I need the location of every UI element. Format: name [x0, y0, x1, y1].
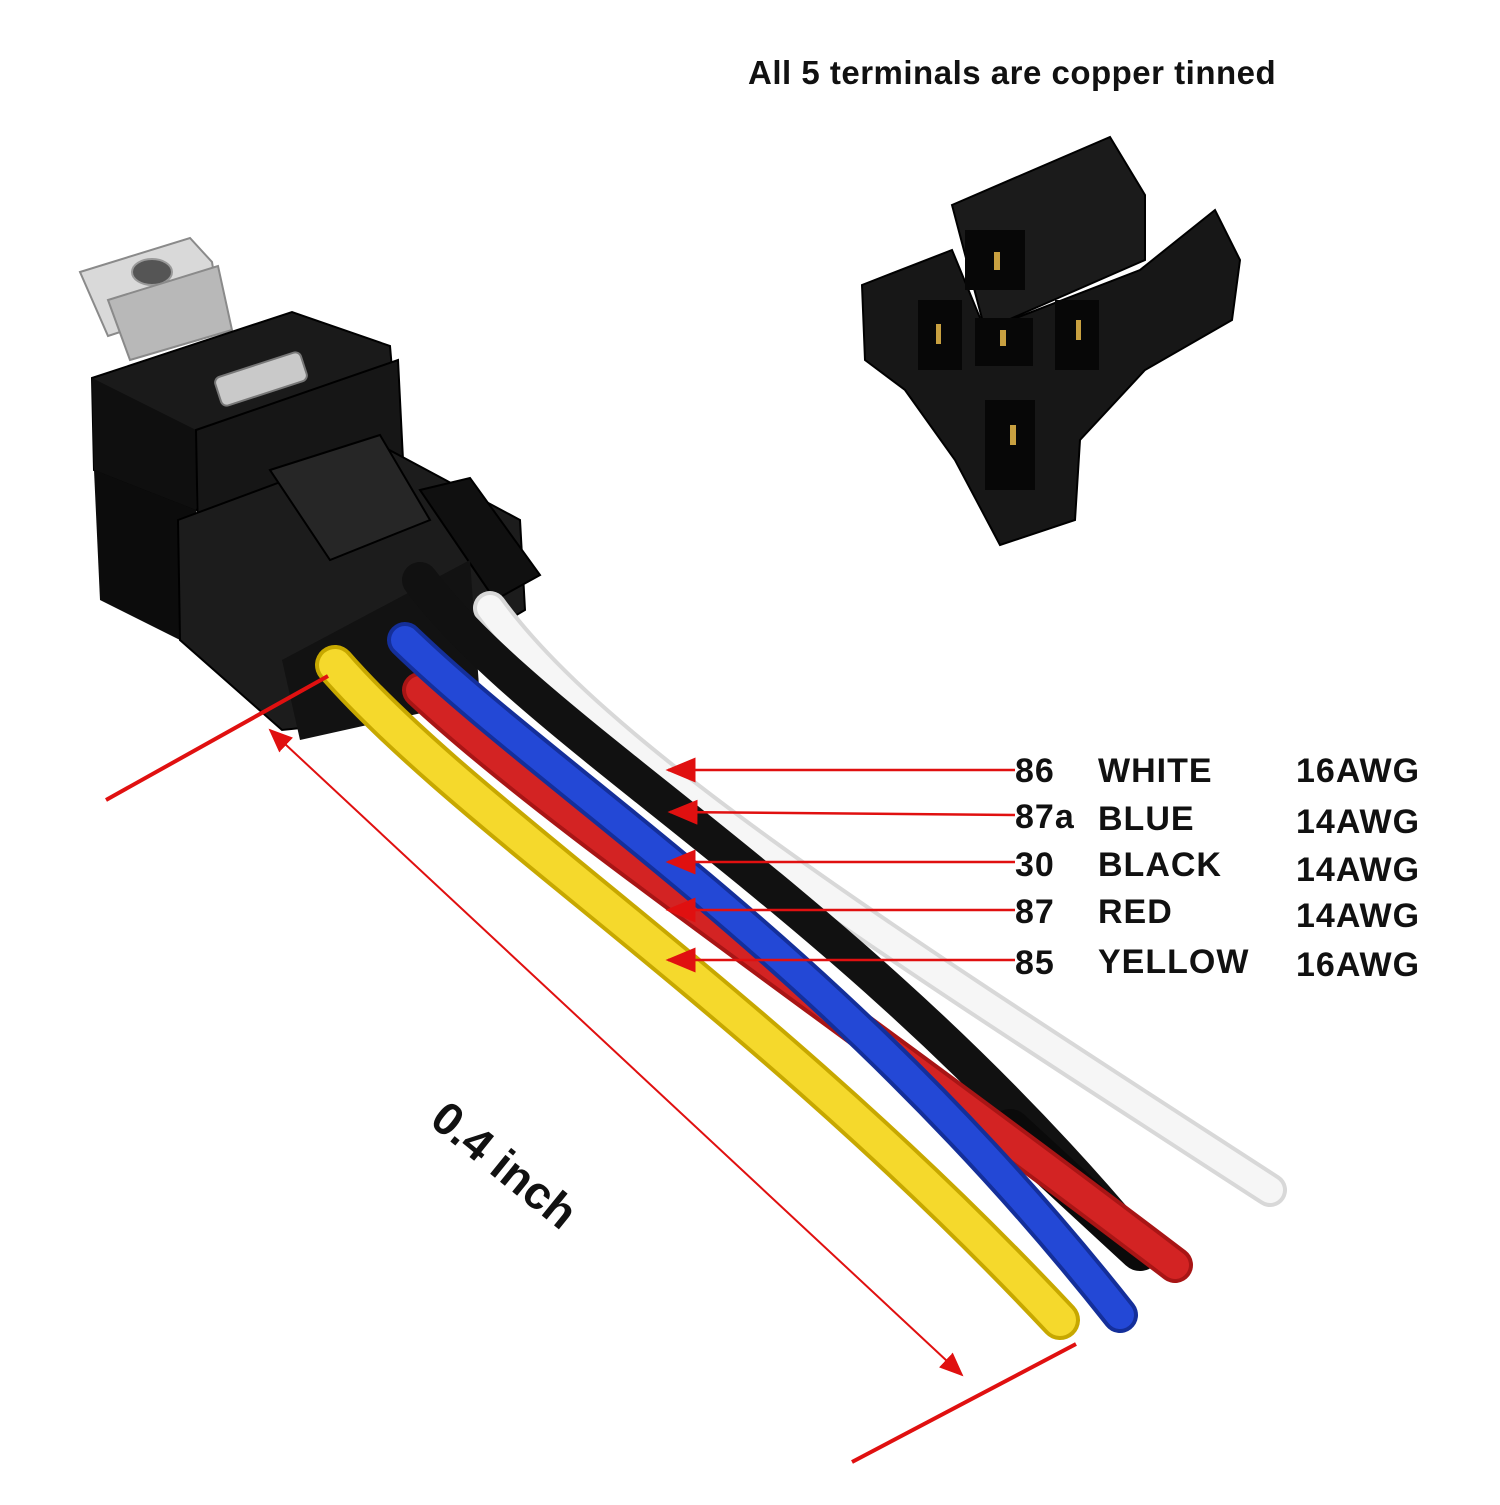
pin-label-85: 85: [1015, 944, 1055, 982]
pin-label-87a: 87a: [1015, 798, 1075, 836]
wire-color-black: BLACK: [1098, 846, 1222, 884]
pin-label-86: 86: [1015, 752, 1055, 790]
callout-arrow-87a: [667, 799, 1016, 825]
wire-color-blue: BLUE: [1098, 800, 1195, 838]
wire-gauge-blue: 14AWG: [1296, 803, 1421, 841]
relay-socket: [860, 135, 1242, 547]
wire-color-white: WHITE: [1098, 752, 1213, 790]
pin-label-30: 30: [1015, 846, 1055, 884]
wire-gauge-red: 14AWG: [1296, 897, 1421, 935]
pin-label-87: 87: [1015, 893, 1055, 931]
dimension-lines: [105, 674, 1077, 1464]
wire-gauge-black: 14AWG: [1296, 851, 1421, 889]
callout-arrows: [665, 757, 1016, 973]
headline: All 5 terminals are copper tinned: [748, 54, 1277, 91]
wire-color-red: RED: [1098, 893, 1173, 931]
wire-gauge-white: 16AWG: [1296, 752, 1421, 790]
wire-color-yellow: YELLOW: [1098, 943, 1250, 981]
wire-gauge-yellow: 16AWG: [1296, 946, 1421, 984]
mounting-bracket: [78, 236, 234, 362]
